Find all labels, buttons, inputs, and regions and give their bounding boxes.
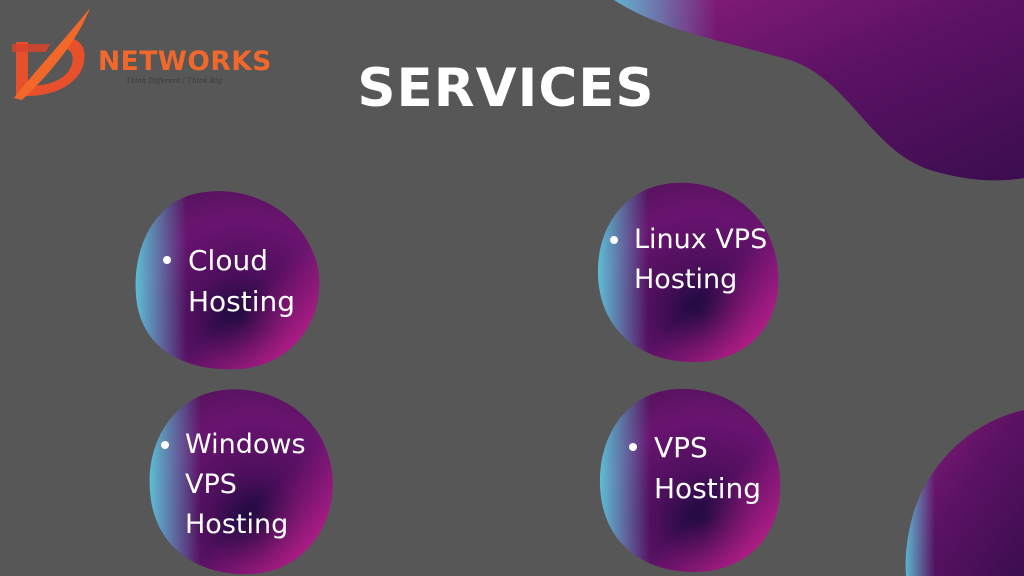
page-title: SERVICES	[357, 58, 655, 119]
service-label-line: Windows	[185, 429, 306, 460]
service-label-line: VPS	[185, 469, 237, 500]
service-blob-windows-vps-hosting	[149, 389, 333, 575]
service-label-line: Hosting	[185, 509, 289, 540]
service-label-line: Hosting	[188, 285, 296, 318]
service-label-line: Cloud	[188, 244, 268, 277]
service-item-windows-vps-hosting: Windows VPS Hosting	[161, 425, 306, 545]
service-blob-cloud-hosting	[135, 191, 320, 370]
service-label-line: Hosting	[634, 264, 738, 295]
logo-d-swoosh-icon	[12, 8, 90, 100]
service-label-line: Linux VPS	[634, 224, 768, 255]
decorative-blob-top-right	[614, 0, 1024, 181]
service-blob-vps-hosting	[599, 388, 781, 572]
bullet-icon	[163, 256, 171, 264]
bullet-icon	[629, 443, 637, 451]
service-item-vps-hosting: VPS Hosting	[629, 427, 762, 509]
logo-wordmark: NETWORKS	[98, 46, 272, 77]
service-item-cloud-hosting: Cloud Hosting	[163, 240, 296, 322]
company-logo: NETWORKS Think Different ! Think Big	[10, 4, 280, 104]
logo-tagline: Think Different ! Think Big	[126, 77, 222, 85]
service-blob-linux-vps-hosting	[597, 182, 779, 362]
bullet-icon	[161, 441, 169, 449]
service-label-line: VPS	[654, 431, 708, 464]
decorative-blob-bottom-right	[905, 410, 1024, 576]
bullet-icon	[610, 236, 618, 244]
service-label-line: Hosting	[654, 472, 762, 505]
service-item-linux-vps-hosting: Linux VPS Hosting	[610, 220, 768, 300]
